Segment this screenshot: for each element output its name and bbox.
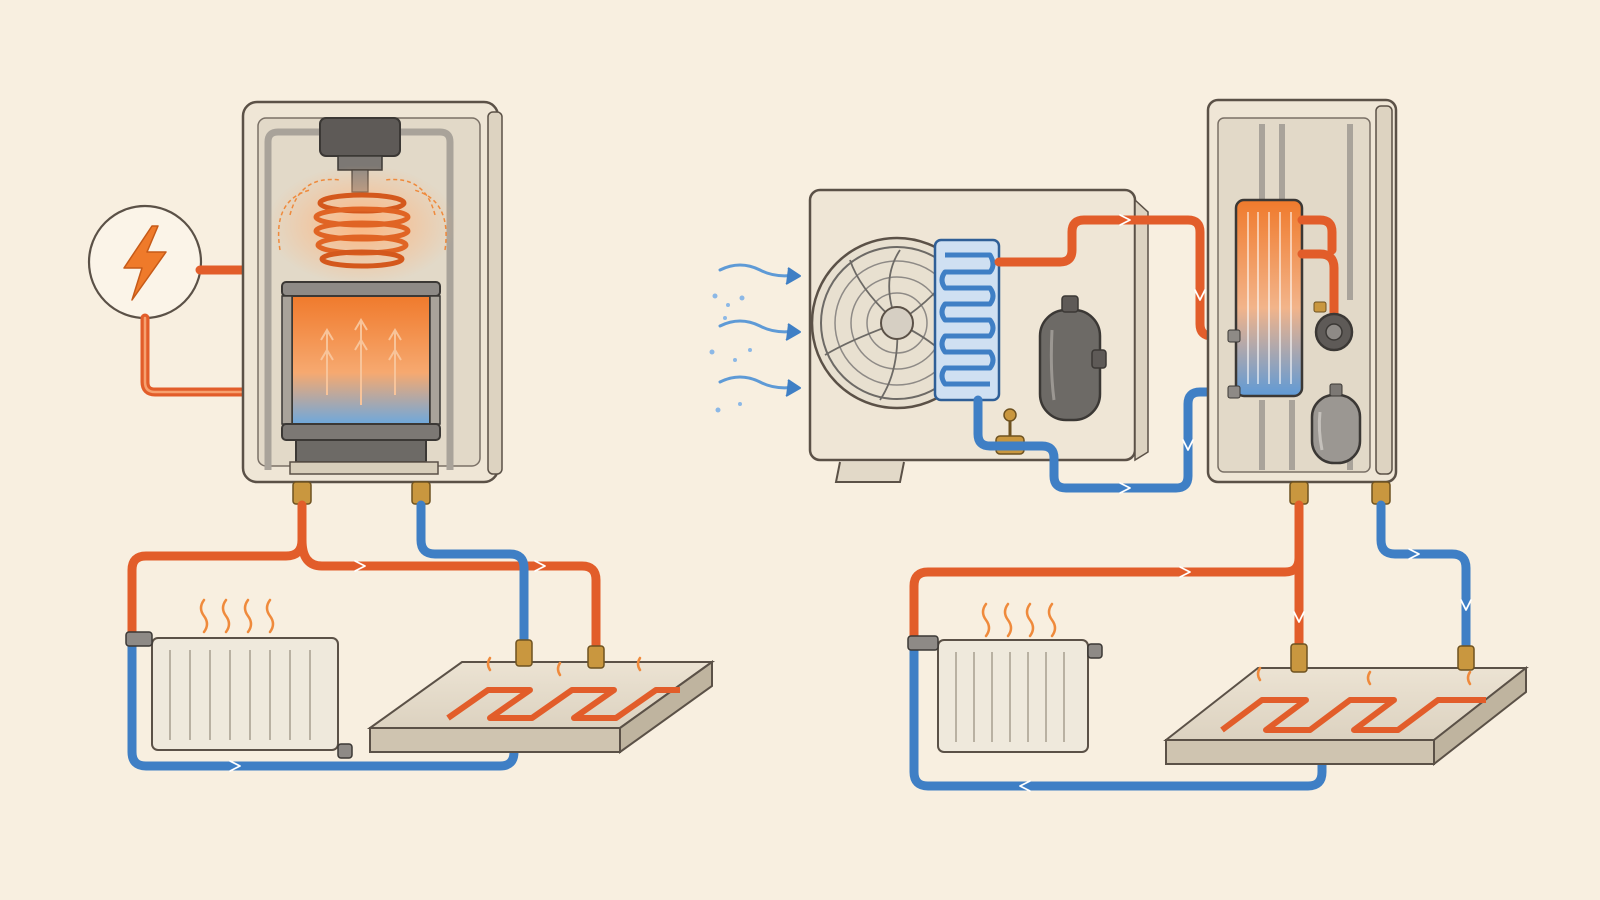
electric-boiler-panel — [87, 100, 716, 772]
air-flow-arrow-icon — [709, 263, 801, 413]
refrigerant-hot-line — [994, 215, 1235, 341]
evaporator-coil — [933, 238, 1001, 402]
cold-return-loop — [127, 635, 519, 771]
indoor-hot-to-pump — [1297, 249, 1339, 323]
hot-flow-to-radiator — [127, 500, 307, 637]
cabinet-tray — [289, 461, 439, 475]
underfloor-heating-right — [1163, 643, 1529, 767]
tank-base — [295, 439, 427, 463]
frame-pipe-right — [400, 128, 454, 470]
power-wire-bottom — [140, 313, 248, 397]
tank-bottom-cap — [281, 423, 441, 441]
expansion-vessel — [1310, 383, 1362, 465]
indoor-unit — [1206, 98, 1398, 505]
refrigerant-lines — [973, 214, 1235, 494]
element-actuator — [319, 117, 401, 157]
compressor — [1038, 295, 1107, 422]
field-line-4 — [413, 189, 447, 251]
underfloor-heating-left — [366, 639, 716, 754]
convection-arrows — [320, 318, 402, 405]
indoor-frame-pipes — [1259, 124, 1353, 470]
lightning-bolt-icon — [123, 225, 167, 301]
cabinet-side — [487, 111, 503, 475]
hp-cold-return-loop — [909, 639, 1327, 791]
hp-hot-flow-to-radiator — [909, 500, 1304, 641]
cold-return-boiler — [416, 500, 529, 645]
indoor-hot-out — [1297, 215, 1337, 255]
field-line-3 — [277, 189, 311, 251]
field-line-2 — [384, 178, 436, 216]
power-wire-bottom-highlight — [143, 316, 245, 394]
hot-flow-to-floor — [297, 535, 601, 651]
circulation-pump — [1313, 301, 1354, 352]
right-flow-pipes — [909, 500, 1472, 792]
refrigerant-cold-line — [973, 387, 1235, 493]
unit-foot — [834, 461, 905, 483]
water-tank — [281, 281, 441, 463]
floor-coil-left — [446, 687, 680, 721]
boiler-cabinet — [241, 100, 503, 505]
heating-coil — [313, 192, 411, 269]
tank-top-cap — [281, 281, 441, 297]
floor-coil-right — [1220, 697, 1486, 733]
left-flow-pipes — [127, 500, 601, 772]
field-line-1 — [289, 178, 341, 216]
power-supply — [87, 204, 203, 320]
heat-pump-panel — [709, 98, 1529, 792]
radiator-left — [125, 598, 353, 759]
heat-exchanger — [1227, 198, 1304, 399]
hp-cold-return — [1376, 500, 1471, 651]
radiator-right — [907, 602, 1103, 753]
frame-pipe-left — [264, 128, 320, 470]
